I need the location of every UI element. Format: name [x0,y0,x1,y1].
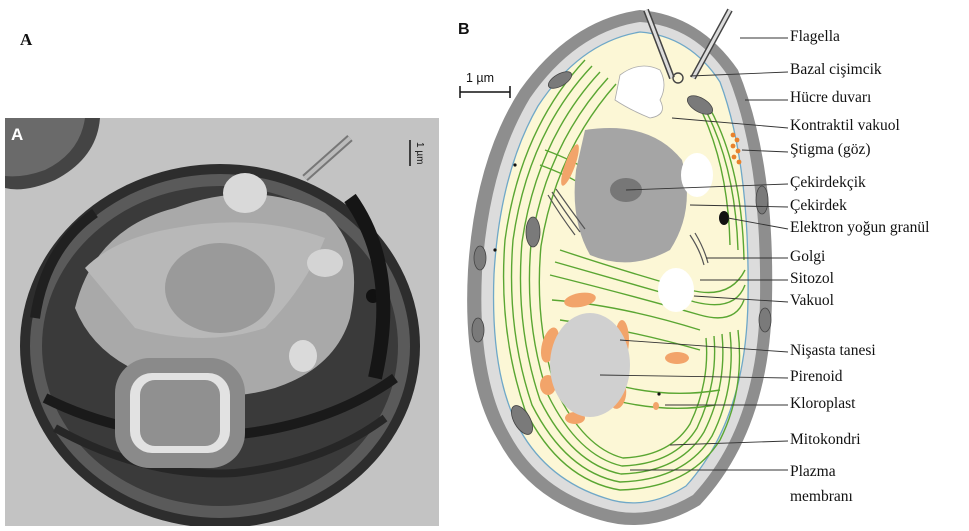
vacuole-upper [681,153,713,197]
label-membrane: membranı [790,488,853,506]
label-flagella: Flagella [790,28,840,46]
label-chloroplast: Kloroplast [790,395,855,413]
label-cytosol: Sitozol [790,270,834,288]
scale-bar-text: 1 µm [466,71,494,85]
label-stigma: Ştigma (göz) [790,141,871,159]
label-nucleolus: Çekirdekçik [790,174,866,192]
electron-micrograph: A 1 µm [5,118,439,526]
panel-b-letter: B [458,21,470,38]
label-golgi: Golgi [790,248,825,266]
label-nucleus: Çekirdek [790,197,847,215]
label-starch-grain: Nişasta tanesi [790,342,876,360]
micrograph-inset-letter: A [11,125,23,144]
pyrenoid [550,313,630,417]
label-cell-wall: Hücre duvarı [790,89,871,107]
label-contractile-vacuole: Kontraktil vakuol [790,117,900,135]
micrograph-scale-text: 1 µm [414,142,425,164]
electron-dense-granule [719,211,729,225]
panel-a-letter: A [20,30,32,50]
label-vacuole: Vakuol [790,292,834,310]
cell-diagram: B 1 µm [455,0,969,531]
label-basal-body: Bazal cişimcik [790,61,882,79]
label-plasma: Plazma [790,463,836,481]
label-mitochondria: Mitokondri [790,431,861,449]
label-electron-dense-granule: Elektron yoğun granül [790,219,929,237]
label-pyrenoid: Pirenoid [790,368,843,386]
vacuole-lower [658,268,694,312]
